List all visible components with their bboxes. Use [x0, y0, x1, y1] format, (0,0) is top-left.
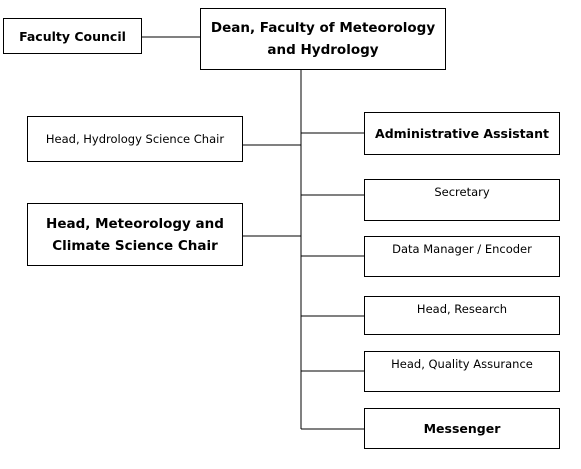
meteorology-chair-box: Head, Meteorology and Climate Science Ch…	[27, 203, 243, 266]
data-manager-box: Data Manager / Encoder	[364, 236, 560, 277]
head-research-box: Head, Research	[364, 296, 560, 335]
hydrology-chair-box: Head, Hydrology Science Chair	[27, 116, 243, 162]
administrative-assistant-box: Administrative Assistant	[364, 112, 560, 155]
meteorology-chair-label-line-2: Climate Science Chair	[52, 237, 218, 254]
data-manager-label: Data Manager / Encoder	[392, 242, 532, 256]
meteorology-chair-label-line-1: Head, Meteorology and	[46, 215, 224, 232]
faculty-council-box: Faculty Council	[3, 18, 142, 54]
dean-label-line-1: Dean, Faculty of Meteorology	[210, 20, 436, 36]
administrative-assistant-label: Administrative Assistant	[375, 126, 549, 141]
messenger-label: Messenger	[423, 421, 501, 436]
dean-label-line-2: and Hydrology	[267, 42, 379, 58]
faculty-council-label: Faculty Council	[19, 28, 126, 44]
hydrology-chair-label: Head, Hydrology Science Chair	[45, 132, 225, 146]
head-quality-assurance-label: Head, Quality Assurance	[391, 357, 533, 371]
dean-box: Dean, Faculty of Meteorology and Hydrolo…	[200, 8, 446, 70]
secretary-box: Secretary	[364, 179, 560, 221]
messenger-box: Messenger	[364, 408, 560, 449]
head-quality-assurance-box: Head, Quality Assurance	[364, 351, 560, 392]
head-research-label: Head, Research	[416, 302, 508, 316]
secretary-label: Secretary	[434, 185, 490, 199]
